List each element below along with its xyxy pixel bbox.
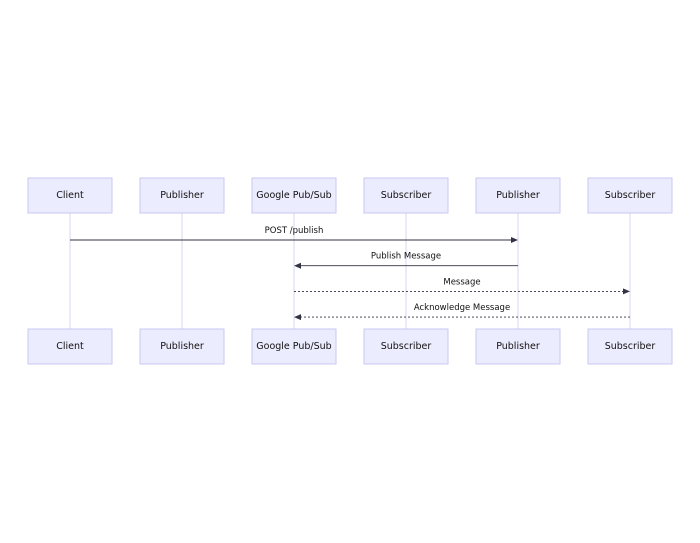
actor-box — [475, 177, 561, 214]
message-label: POST /publish — [265, 226, 324, 236]
actor-subscriber1-bottom: Subscriber — [363, 328, 449, 365]
actor-label: Google Pub/Sub — [256, 190, 331, 201]
actor-subscriber1-top: Subscriber — [363, 177, 449, 214]
actor-label: Publisher — [160, 190, 204, 201]
actor-box — [139, 328, 225, 365]
actor-label: Publisher — [496, 341, 540, 352]
arrowhead — [511, 237, 518, 243]
actor-box — [27, 328, 113, 365]
message-2: Publish Message — [294, 252, 518, 269]
message-4: Acknowledge Message — [294, 303, 630, 321]
actor-publisher1-bottom: Publisher — [139, 328, 225, 365]
actor-subscriber2-top: Subscriber — [587, 177, 673, 214]
actor-pubsub-bottom: Google Pub/Sub — [251, 328, 337, 365]
arrowhead — [623, 288, 630, 295]
message-1: POST /publish — [70, 226, 518, 243]
actor-box — [475, 328, 561, 365]
actor-label: Publisher — [496, 190, 540, 201]
actor-box — [27, 177, 113, 214]
actor-box — [139, 177, 225, 214]
actor-box — [251, 177, 337, 214]
actor-row-bottom: Client Publisher Google Pub/Sub Subscriber P… — [27, 328, 673, 365]
lifelines — [69, 213, 631, 329]
actor-publisher1-top: Publisher — [139, 177, 225, 214]
actor-label: Client — [56, 190, 84, 201]
actor-label: Publisher — [160, 341, 204, 352]
actor-box — [363, 328, 449, 365]
actor-box — [363, 177, 449, 214]
actor-pubsub-top: Google Pub/Sub — [251, 177, 337, 214]
message-3: Message — [294, 277, 630, 295]
message-label: Publish Message — [371, 252, 441, 262]
message-label: Acknowledge Message — [414, 303, 510, 313]
actor-label: Subscriber — [381, 190, 432, 201]
actor-label: Subscriber — [381, 341, 432, 352]
actor-label: Subscriber — [605, 190, 656, 201]
actor-box — [251, 328, 337, 365]
actor-box — [587, 177, 673, 214]
arrowhead — [294, 314, 301, 321]
actor-label: Client — [56, 341, 84, 352]
actor-box — [587, 328, 673, 365]
actor-publisher2-bottom: Publisher — [475, 328, 561, 365]
actor-row-top: Client Publisher Google Pub/Sub Subscriber P… — [27, 177, 673, 214]
actor-label: Google Pub/Sub — [256, 341, 331, 352]
actor-client-bottom: Client — [27, 328, 113, 365]
actor-client-top: Client — [27, 177, 113, 214]
message-label: Message — [443, 277, 480, 287]
actor-subscriber2-bottom: Subscriber — [587, 328, 673, 365]
actor-publisher2-top: Publisher — [475, 177, 561, 214]
actor-label: Subscriber — [605, 341, 656, 352]
arrowhead — [294, 262, 301, 269]
